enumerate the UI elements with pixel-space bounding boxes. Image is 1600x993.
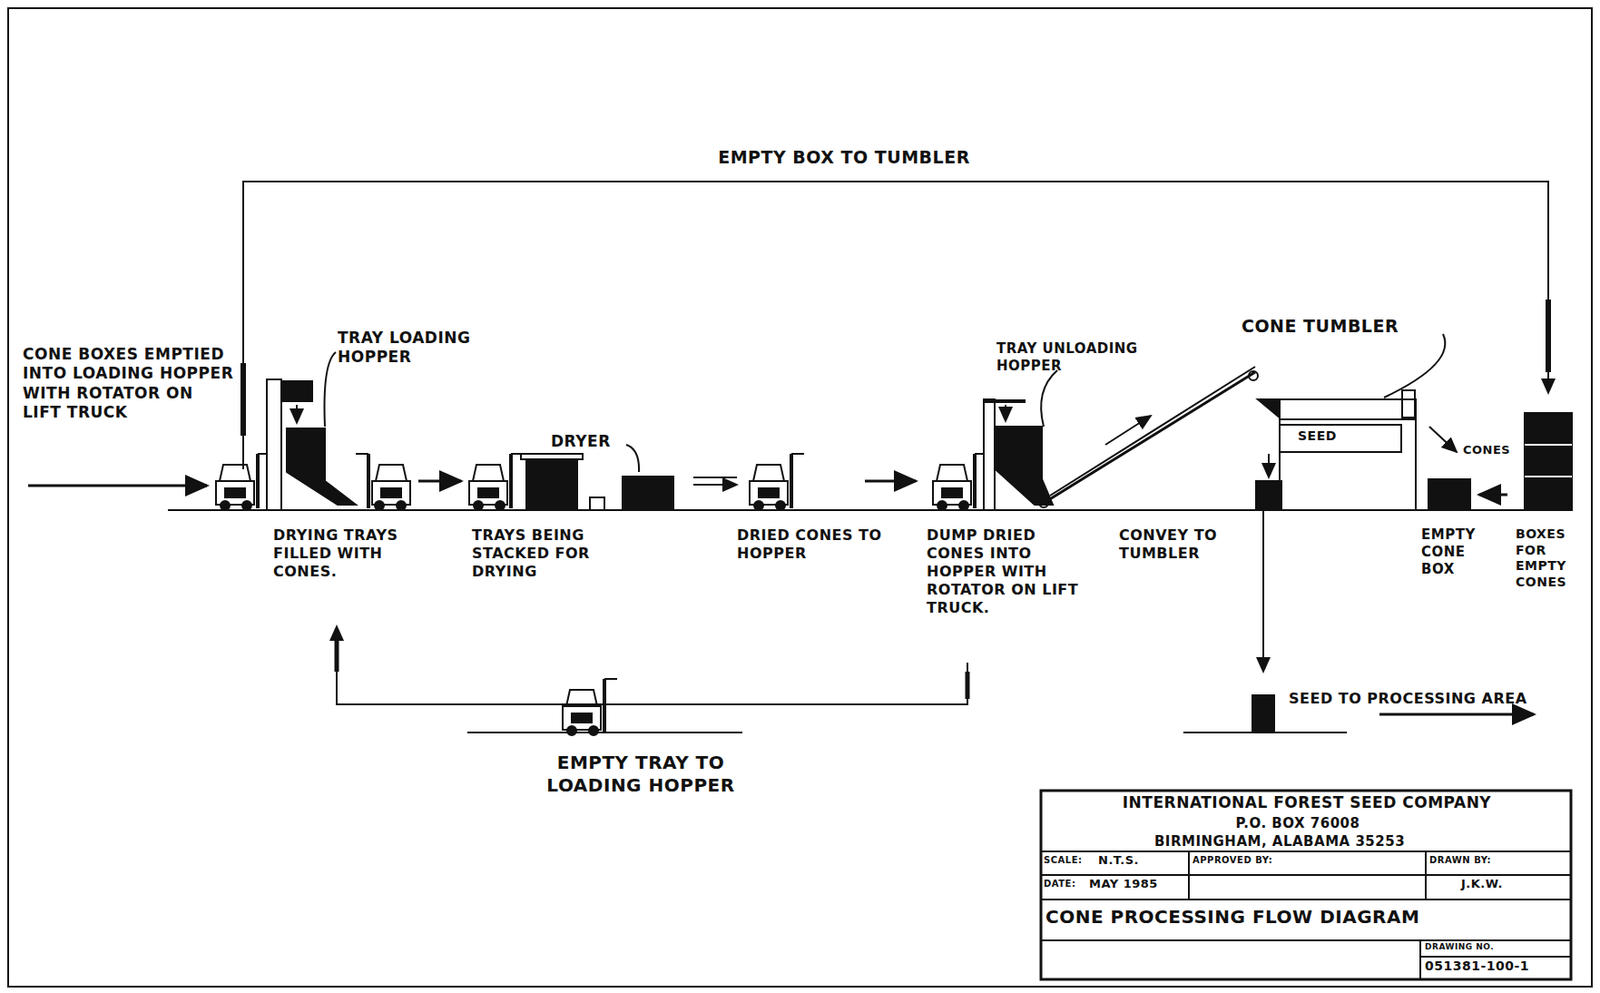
label: CONE BOXES EMPTIED INTO LOADING HOPPER W… [22, 344, 236, 423]
label: EMPTY BOX TO TUMBLER [635, 147, 1053, 169]
label: MAY 1985 [1089, 876, 1180, 892]
label: TRAY LOADING HOPPER [337, 328, 501, 368]
label: J.K.W. [1461, 876, 1534, 892]
label: N.T.S. [1098, 853, 1171, 868]
label: SCALE: [1043, 854, 1099, 867]
label: DRIED CONES TO HOPPER [736, 526, 910, 563]
label: TRAY UNLOADING HOPPER [996, 340, 1160, 375]
label: DRYER [550, 431, 633, 452]
label: TRAYS BEING STACKED FOR DRYING [471, 526, 645, 581]
label: APPROVED BY: [1192, 854, 1302, 867]
label: DRAWN BY: [1429, 854, 1502, 867]
label: SEED [1297, 428, 1362, 445]
drawing-title: CONE PROCESSING FLOW DIAGRAM [1045, 905, 1563, 929]
label: CONE TUMBLER [1241, 315, 1424, 338]
label: EMPTY TRAY TO LOADING HOPPER [513, 751, 768, 797]
label: DUMP DRIED CONES INTO HOPPER WITH ROTATO… [926, 526, 1095, 618]
label: DRYING TRAYS FILLED WITH CONES. [273, 526, 432, 581]
label: SEED TO PROCESSING AREA [1288, 689, 1561, 708]
label: 051381-100-1 [1424, 958, 1571, 975]
label: BIRMINGHAM, ALABAMA 35253 [1098, 833, 1462, 851]
label: CONES [1462, 442, 1518, 458]
label: EMPTY CONE BOX [1421, 526, 1494, 578]
label: INTERNATIONAL FOREST SEED COMPANY [1061, 793, 1552, 813]
label: CONVEY TO TUMBLER [1119, 526, 1265, 563]
label: BOXES FOR EMPTY CONES [1515, 526, 1589, 590]
label: P.O. BOX 76008 [1207, 814, 1389, 833]
label: DRAWING NO. [1424, 942, 1561, 953]
label: DATE: [1043, 878, 1090, 891]
